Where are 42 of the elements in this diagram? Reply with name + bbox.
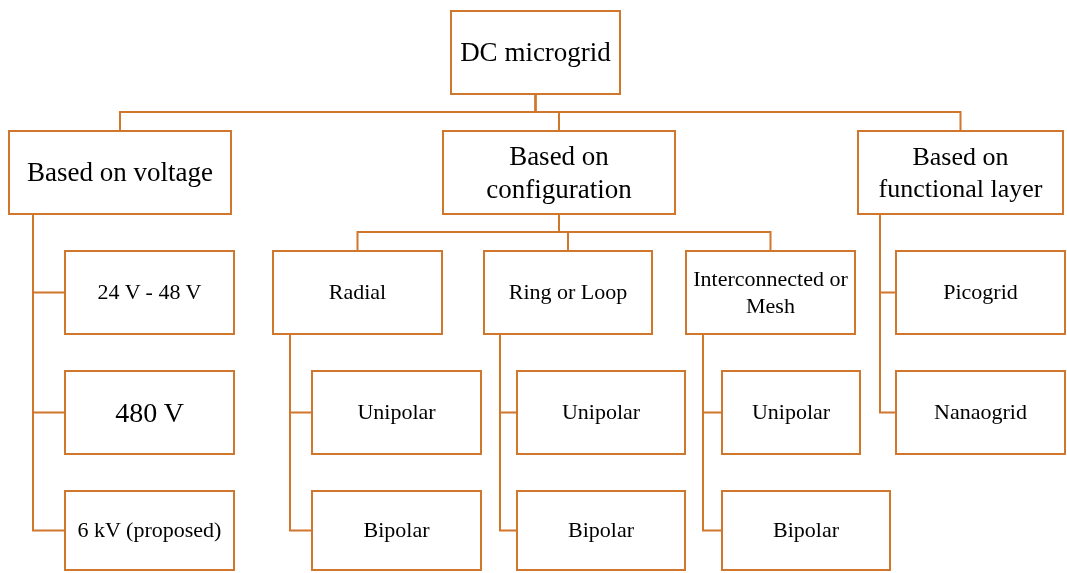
node-label: Unipolar (560, 399, 642, 426)
category-box (442, 130, 676, 215)
item-box (311, 370, 482, 455)
node-label: Nanaogrid (933, 399, 1028, 426)
node-label: Ring or Loop (507, 279, 629, 306)
item-box (895, 370, 1066, 455)
connector-line (702, 334, 722, 532)
node-label: 24 V - 48 V (96, 279, 203, 306)
item-box (64, 370, 235, 455)
connector-line (879, 214, 896, 414)
item-box (516, 370, 686, 455)
node-label: Picogrid (942, 279, 1019, 306)
connector-line (289, 334, 312, 532)
node-label: 6 kV (proposed) (76, 517, 223, 544)
node-label: Based on voltage (26, 156, 214, 189)
node-label: Bipolar (567, 517, 635, 544)
connector-line (499, 334, 517, 532)
item-box (685, 250, 856, 335)
item-box (721, 490, 891, 571)
item-box (516, 490, 686, 571)
category-box (8, 130, 232, 215)
node-label: Based on configuration (485, 140, 633, 205)
node-label: Radial (327, 279, 388, 306)
connector-line (32, 214, 65, 532)
item-box (721, 370, 861, 455)
node-label: Bipolar (362, 517, 431, 544)
category-box (450, 10, 621, 95)
category-box (857, 130, 1064, 215)
node-label: Bipolar (772, 517, 840, 544)
node-label: Based on functional layer (877, 141, 1044, 204)
node-label: DC microgrid (459, 36, 612, 69)
node-label: Unipolar (356, 399, 437, 426)
item-box (64, 250, 235, 335)
node-label: Interconnected or Mesh (692, 266, 849, 319)
item-box (64, 490, 235, 571)
item-box (272, 250, 443, 335)
item-box (311, 490, 482, 571)
node-label: Unipolar (750, 399, 832, 426)
connector-line (534, 94, 962, 131)
item-box (483, 250, 653, 335)
node-label: 480 V (114, 395, 185, 430)
item-box (895, 250, 1066, 335)
